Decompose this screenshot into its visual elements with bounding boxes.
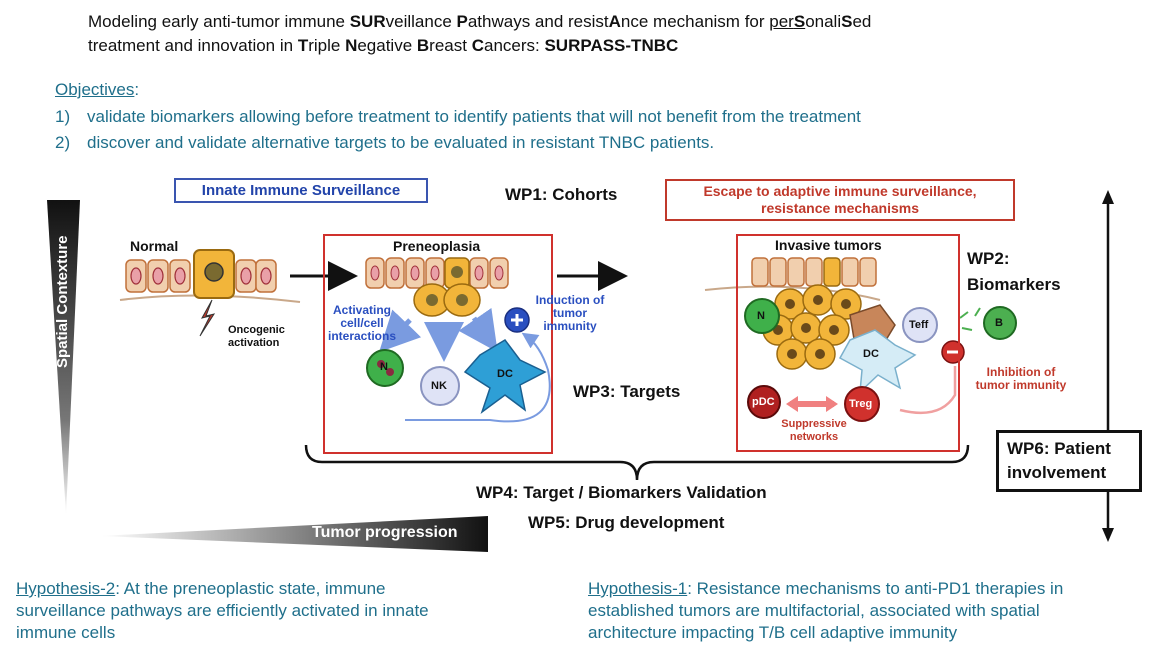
cell-n-pre: N xyxy=(380,361,388,373)
wp5-label: WP5: Drug development xyxy=(528,513,725,532)
cell-dc-tumor: DC xyxy=(863,348,879,360)
tumor-progression-wedge xyxy=(100,516,488,552)
cell-dc-pre: DC xyxy=(497,368,513,380)
wp2-label: WP2:Biomarkers xyxy=(967,249,1061,294)
tumor-progression-label: Tumor progression xyxy=(312,524,458,541)
cell-n-tumor: N xyxy=(757,310,765,322)
cell-pdc: pDC xyxy=(752,396,775,408)
invasive-tumor-cells xyxy=(704,257,1017,422)
wp3-label: WP3: Targets xyxy=(573,382,681,401)
wp4-label: WP4: Target / Biomarkers Validation xyxy=(476,483,767,502)
cell-nk: NK xyxy=(431,380,447,392)
escape-adaptive-box: Escape to adaptive immune surveillance, … xyxy=(665,179,1015,221)
normal-epithelium xyxy=(119,249,301,337)
escape-box-line-1: Escape to adaptive immune surveillance, xyxy=(703,183,977,199)
invasive-tumors-label: Invasive tumors xyxy=(775,237,882,253)
wp1-label: WP1: Cohorts xyxy=(505,185,618,204)
objective-item-1: 1)validate biomarkers allowing before tr… xyxy=(55,107,861,126)
cell-teff: Teff xyxy=(909,319,929,331)
objective-item-2: 2)discover and validate alternative targ… xyxy=(55,133,715,152)
normal-label: Normal xyxy=(130,238,179,254)
hypothesis-2: Hypothesis-2: At the preneoplastic state… xyxy=(16,579,429,642)
preneoplasia-label: Preneoplasia xyxy=(393,238,481,254)
hypothesis-1: Hypothesis-1: Resistance mechanisms to a… xyxy=(588,579,1064,642)
preneoplasia-panel xyxy=(323,234,553,454)
title-line-2: treatment and innovation in Triple Negat… xyxy=(88,36,679,55)
spatial-context-wedge xyxy=(47,200,80,515)
cell-b: B xyxy=(995,317,1003,329)
wp-bracket xyxy=(304,444,970,481)
spatial-contexture-label: Spatial Contexture xyxy=(54,235,71,368)
objectives-heading: Objectives: xyxy=(55,80,140,99)
invasive-tumor-panel xyxy=(736,234,960,452)
escape-box-line-2: resistance mechanisms xyxy=(761,200,919,216)
innate-immune-surveillance-box: Innate Immune Surveillance xyxy=(174,178,428,203)
page-title: Modeling early anti-tumor immune SURveil… xyxy=(88,10,1128,58)
preneoplasia-cells xyxy=(365,257,551,423)
title-line-1: Modeling early anti-tumor immune SURveil… xyxy=(88,12,872,31)
cell-treg: Treg xyxy=(849,398,873,410)
